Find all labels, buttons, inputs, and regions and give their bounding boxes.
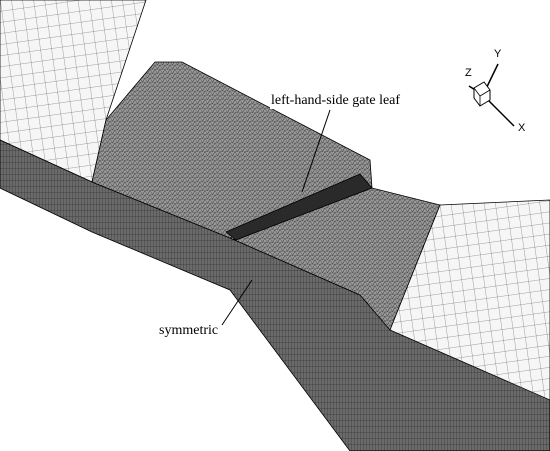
symmetric-label: symmetric [158,323,220,339]
axis-y-label: Y [494,48,502,60]
axis-triad [468,63,515,127]
axis-x-label: X [518,122,526,134]
symmetric-leader [221,279,253,326]
downstream-structured-mesh [389,199,550,401]
gate-leaf-leader [301,109,331,193]
gate-leaf-label: left-hand-side gate leaf [270,93,402,109]
axis-z-label: Z [465,67,472,79]
